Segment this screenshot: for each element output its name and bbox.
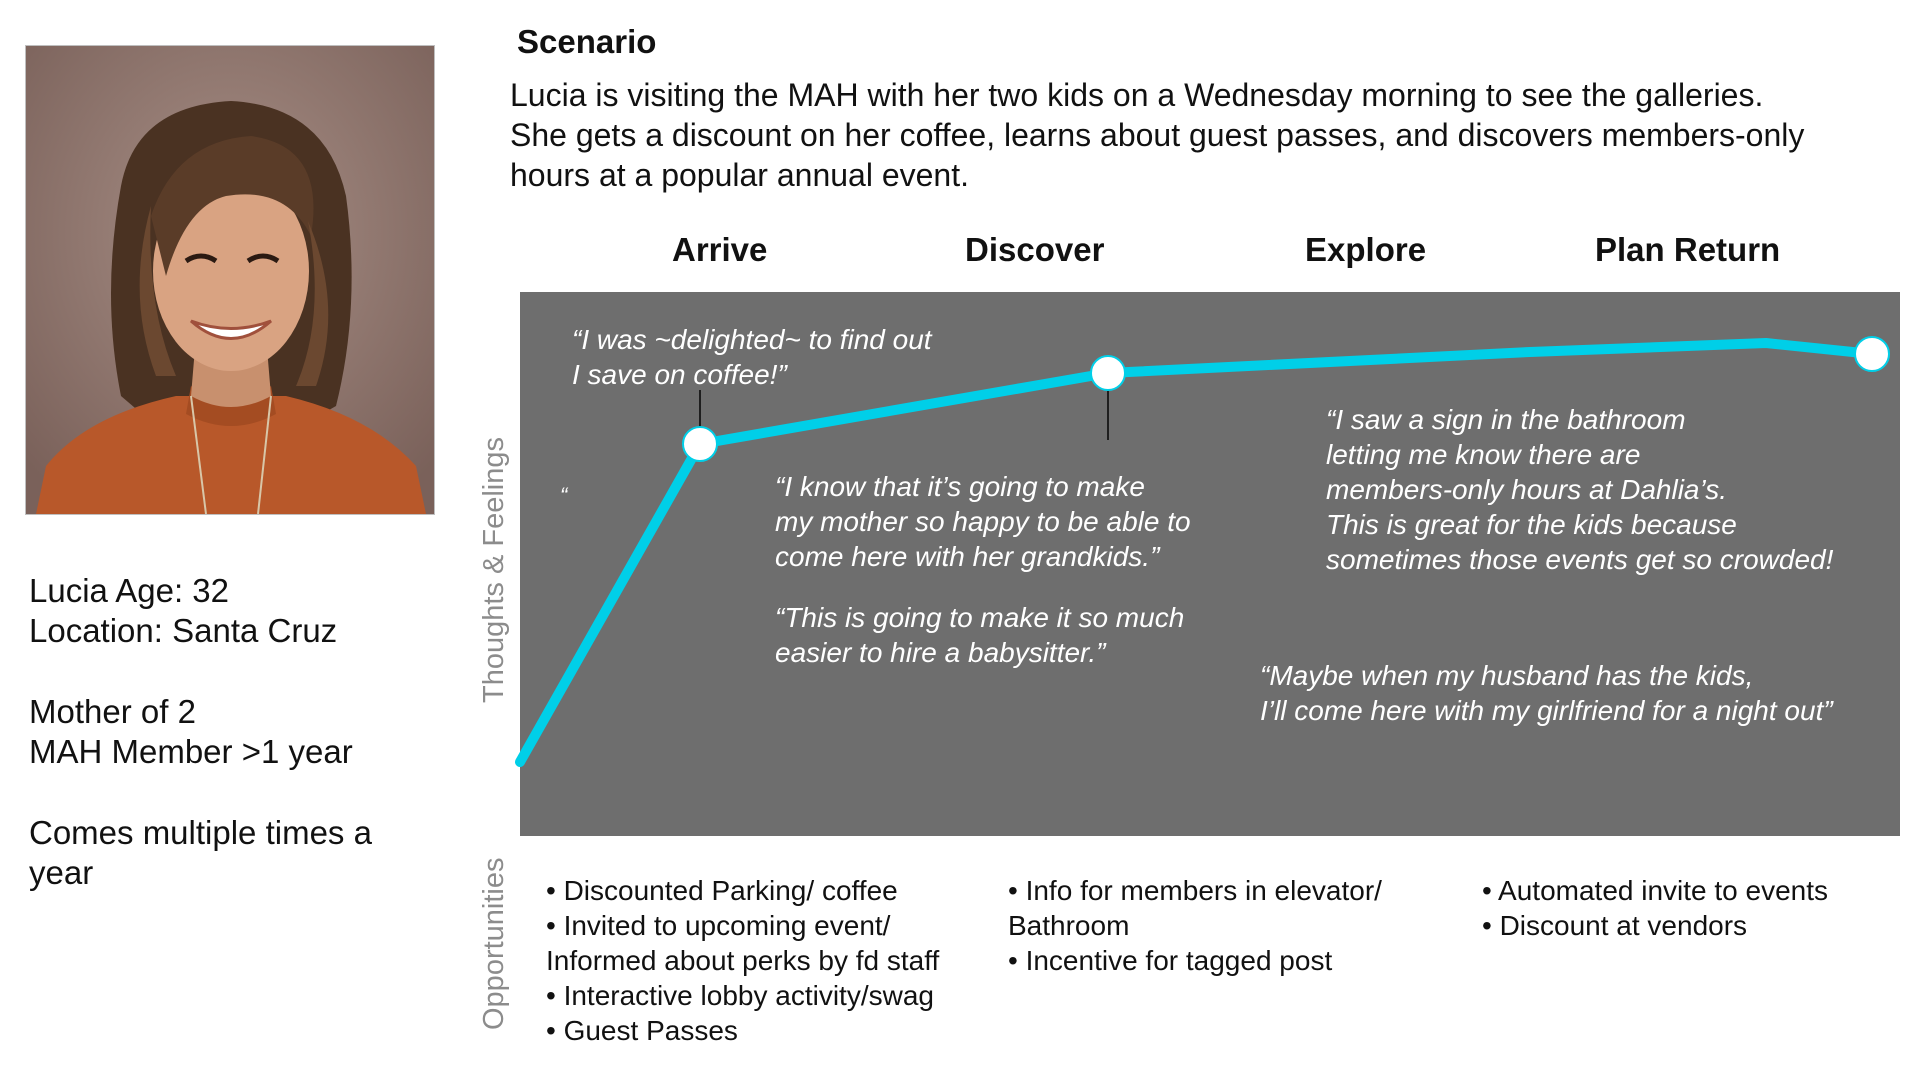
stage-explore: Explore [1305,231,1427,268]
opp-arrive-3: Informed about perks by fd staff [546,945,940,976]
opp-plan-return-1: • Automated invite to events [1482,875,1829,906]
quote-mother-1: “I know that it’s going to make [775,471,1145,502]
opp-discover-3: • Incentive for tagged post [1008,945,1333,976]
quote-sign-2: letting me know there are [1326,439,1641,470]
opp-discover-2: Bathroom [1008,910,1130,941]
persona-location: Location: Santa Cruz [29,612,338,649]
quote-mother-2: my mother so happy to be able to [775,506,1191,537]
quote-sign-5: sometimes those events get so crowded! [1326,544,1834,575]
quote-coffee-1: “I was ~delighted~ to find out [572,324,932,355]
stage-discover: Discover [965,231,1105,268]
persona-mother: Mother of 2 [29,693,196,730]
persona-frequency-cont: year [29,854,94,891]
scenario-line-2: She gets a discount on her coffee, learn… [510,117,1805,153]
quote-stray-mark: “ [560,483,568,508]
quote-coffee-2: I save on coffee!” [572,359,787,390]
opportunities-label: Opportunities [478,857,510,1031]
quote-babysitter-1: “This is going to make it so much [775,602,1185,633]
quote-sign-3: members-only hours at Dahlia’s. [1326,474,1727,505]
scenario-title: Scenario [517,23,657,60]
opp-arrive-2: • Invited to upcoming event/ [546,910,891,941]
quote-sign-1: “I saw a sign in the bathroom [1326,404,1686,435]
opp-arrive-4: • Interactive lobby activity/swag [546,980,934,1011]
opp-arrive-1: • Discounted Parking/ coffee [546,875,898,906]
opp-arrive-5: • Guest Passes [546,1015,738,1046]
persona-membership: MAH Member >1 year [29,733,353,770]
opp-plan-return-2: • Discount at vendors [1482,910,1748,941]
scenario-line-3: hours at a popular annual event. [510,157,969,193]
thoughts-feelings-label: Thoughts & Feelings [478,437,510,703]
quote-husband-2: I’ll come here with my girlfriend for a … [1260,695,1833,726]
persona-age: Lucia Age: 32 [29,572,229,609]
persona-photo [25,45,435,515]
scenario-line-1: Lucia is visiting the MAH with her two k… [510,77,1764,113]
opp-discover-1: • Info for members in elevator/ [1008,875,1382,906]
stage-plan-return: Plan Return [1595,231,1781,268]
persona-frequency: Comes multiple times a [29,814,372,851]
stage-arrive: Arrive [672,231,768,268]
quote-mother-3: come here with her grandkids.” [775,541,1160,572]
quote-husband-1: “Maybe when my husband has the kids, [1260,660,1754,691]
quote-babysitter-2: easier to hire a babysitter.” [775,637,1106,668]
quote-sign-4: This is great for the kids because [1326,509,1737,540]
